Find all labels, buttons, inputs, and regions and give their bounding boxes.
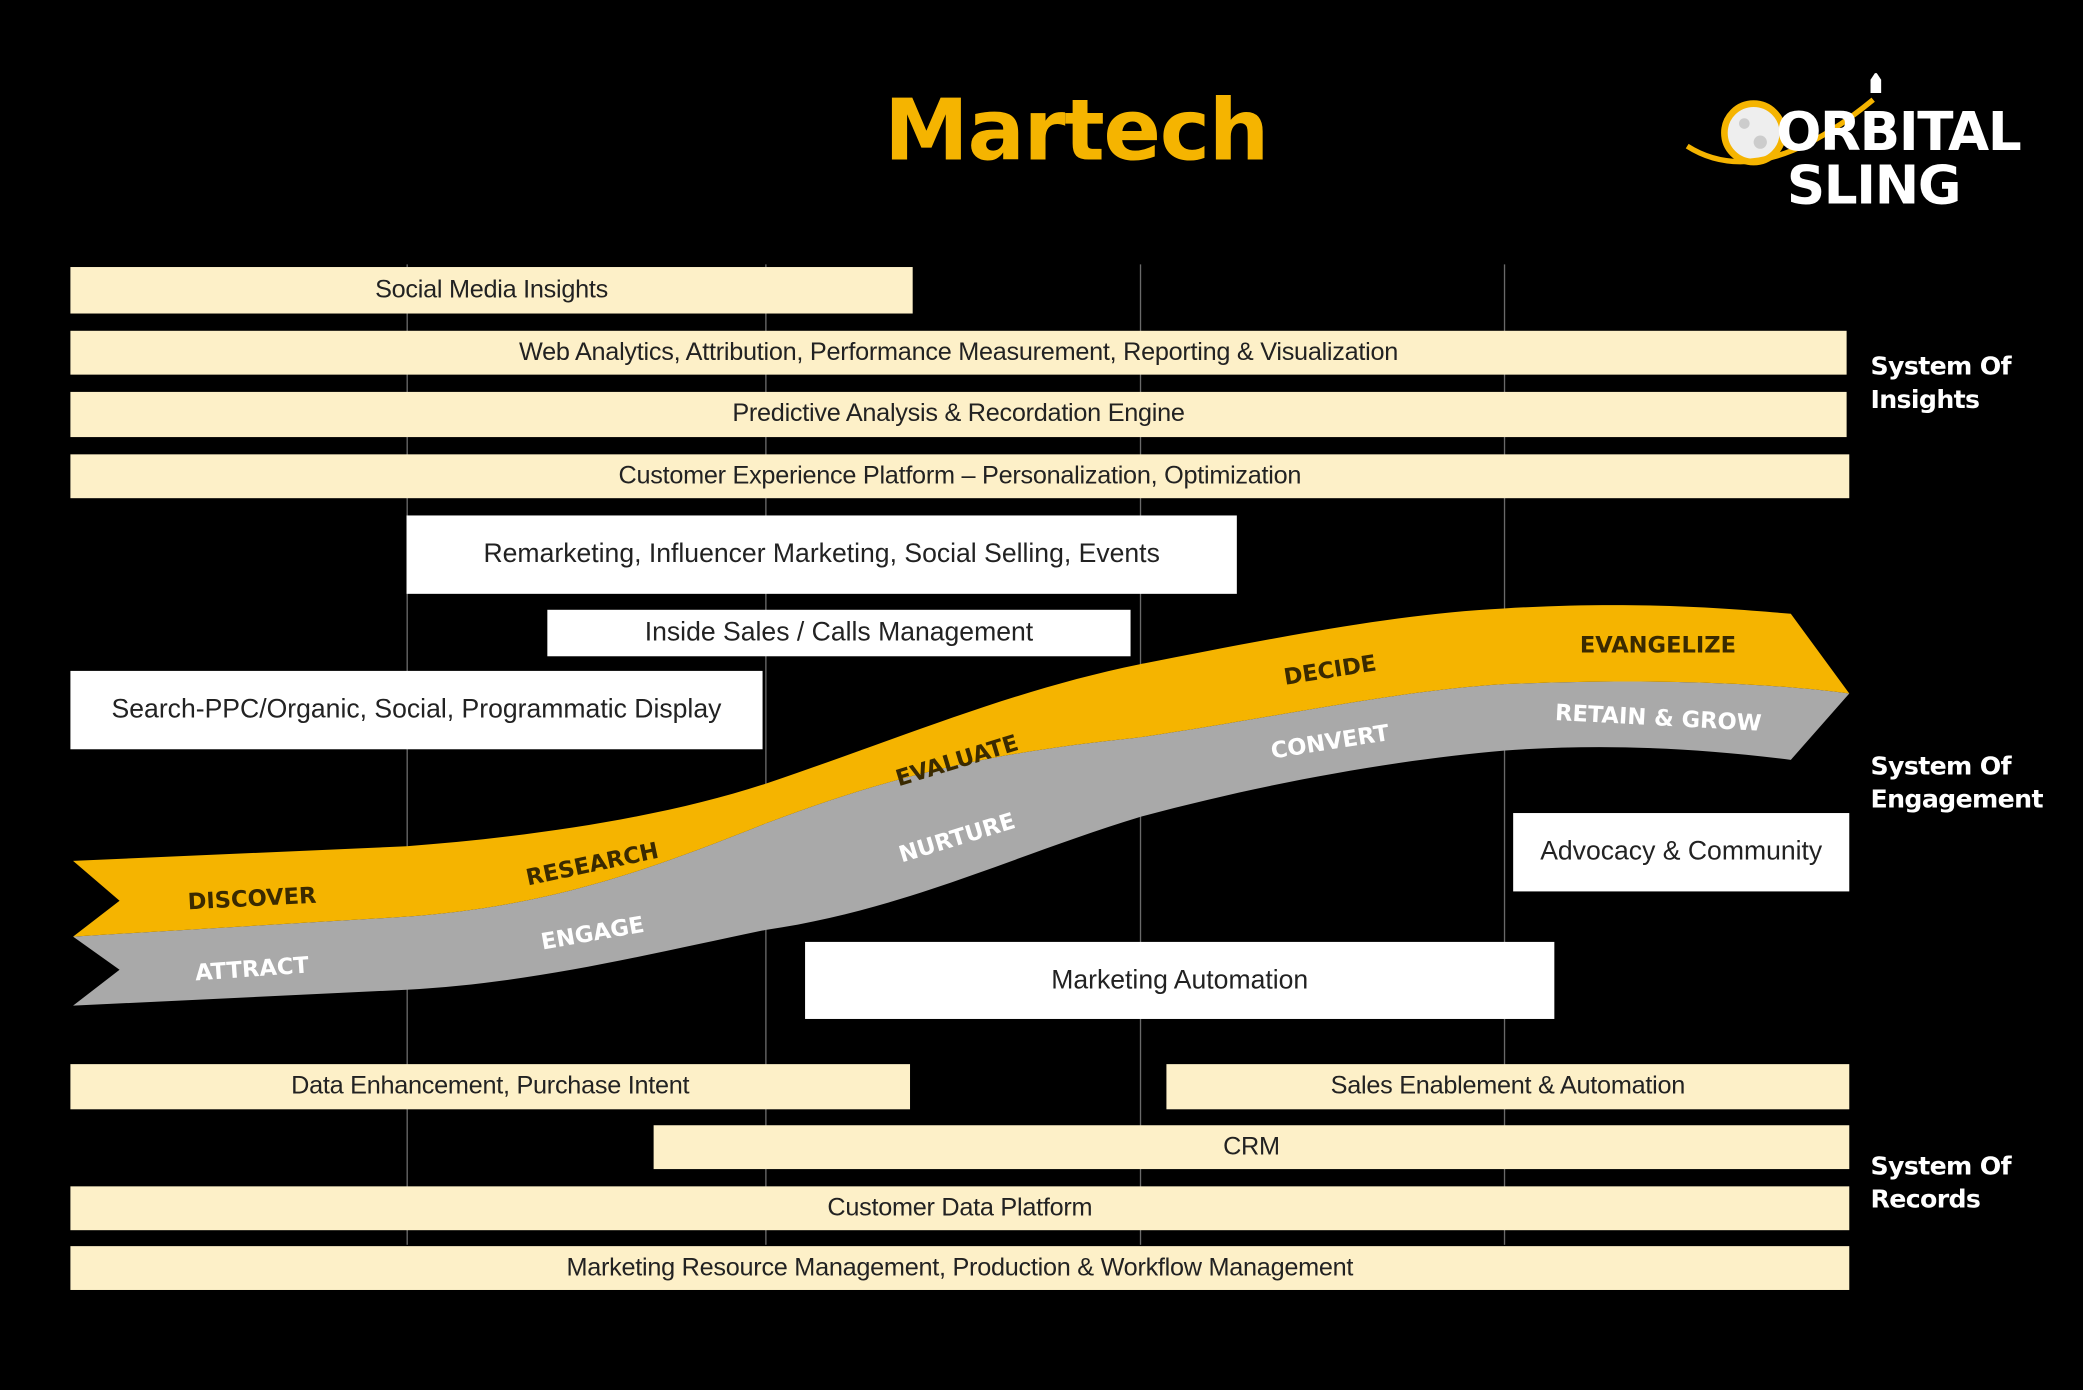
stage-divider (765, 264, 767, 1245)
system-of-insights-label: System Of Insights (1870, 351, 2012, 417)
stage-evangelize: EVANGELIZE (1580, 632, 1736, 658)
stage-divider (406, 264, 408, 1245)
label-line: Engagement (1870, 785, 2044, 815)
customer-data-platform-bar: Customer Data Platform (70, 1186, 1850, 1231)
label-line: System Of (1870, 352, 2012, 382)
label-line: Records (1870, 1185, 1981, 1215)
label-line: Insights (1870, 385, 1981, 415)
logo-text-orbital: ORBITAL (1776, 102, 2022, 164)
predictive-analysis-bar: Predictive Analysis & Recordation Engine (70, 391, 1847, 438)
marketer-journey-arrow (73, 681, 1850, 1006)
page-title: Martech (884, 82, 1269, 181)
crm-bar: CRM (653, 1125, 1850, 1170)
logo-graphic (1685, 71, 1882, 166)
label-line: System Of (1870, 751, 2012, 782)
system-of-records-label: System Of Records (1870, 1150, 2012, 1216)
system-of-engagement-label: System Of Engagement (1870, 751, 2044, 817)
data-enhancement-bar: Data Enhancement, Purchase Intent (70, 1064, 911, 1110)
orbital-sling-logo: ORBITAL SLING (1681, 71, 2022, 219)
buyer-journey-arrow (73, 605, 1850, 937)
remarketing-box: Remarketing, Influencer Marketing, Socia… (406, 515, 1237, 594)
social-media-insights-bar: Social Media Insights (70, 267, 913, 314)
stage-divider (1503, 264, 1506, 1245)
label-line: System Of (1870, 1151, 2012, 1182)
sales-enablement-bar: Sales Enablement & Automation (1166, 1064, 1850, 1110)
marketing-automation-box: Marketing Automation (805, 941, 1555, 1019)
web-analytics-bar: Web Analytics, Attribution, Performance … (70, 330, 1847, 375)
marketing-resource-management-bar: Marketing Resource Management, Productio… (70, 1246, 1850, 1290)
inside-sales-box: Inside Sales / Calls Management (547, 609, 1131, 657)
logo-text-sling: SLING (1786, 155, 1962, 217)
search-box: Search-PPC/Organic, Social, Programmatic… (70, 670, 763, 750)
advocacy-box: Advocacy & Community (1513, 813, 1850, 892)
customer-experience-bar: Customer Experience Platform – Personali… (70, 454, 1850, 499)
